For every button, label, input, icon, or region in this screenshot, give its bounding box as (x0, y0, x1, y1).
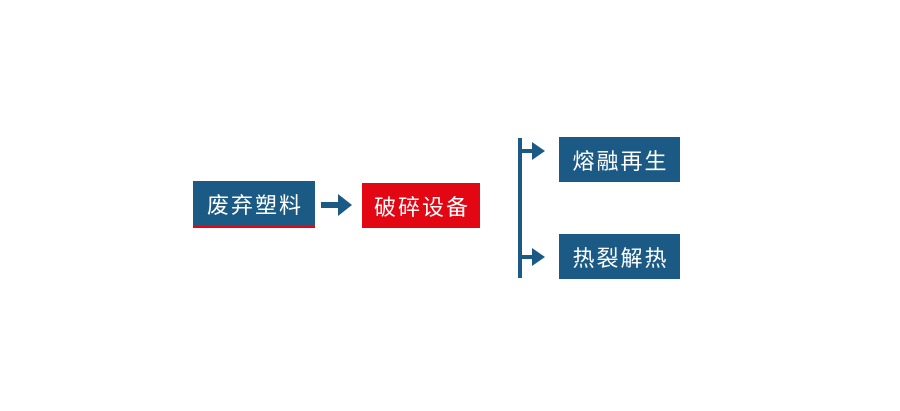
node-pyrolysis-heat: 热裂解热 (559, 234, 680, 279)
flow-arrow-head (338, 194, 352, 216)
branch-arrow-top-stem (520, 149, 534, 153)
node-crushing-equipment-label: 破碎设备 (373, 195, 470, 221)
branch-vertical-line (518, 138, 522, 278)
node-melt-regeneration-label: 熔融再生 (572, 149, 669, 175)
flow-arrow-right-icon (321, 194, 352, 216)
node-melt-regeneration: 熔融再生 (559, 137, 680, 182)
branch-arrow-bottom-stem (520, 255, 534, 259)
node-crushing-equipment: 破碎设备 (362, 183, 480, 228)
branch-arrow-top-icon (532, 142, 545, 160)
branch-connector (518, 138, 545, 278)
flow-arrow-stem (321, 202, 340, 208)
node-waste-plastic: 废弃塑料 (193, 181, 315, 228)
branch-arrow-bottom-icon (532, 248, 545, 266)
node-pyrolysis-heat-label: 热裂解热 (572, 246, 669, 272)
node-waste-plastic-label: 废弃塑料 (206, 193, 303, 219)
